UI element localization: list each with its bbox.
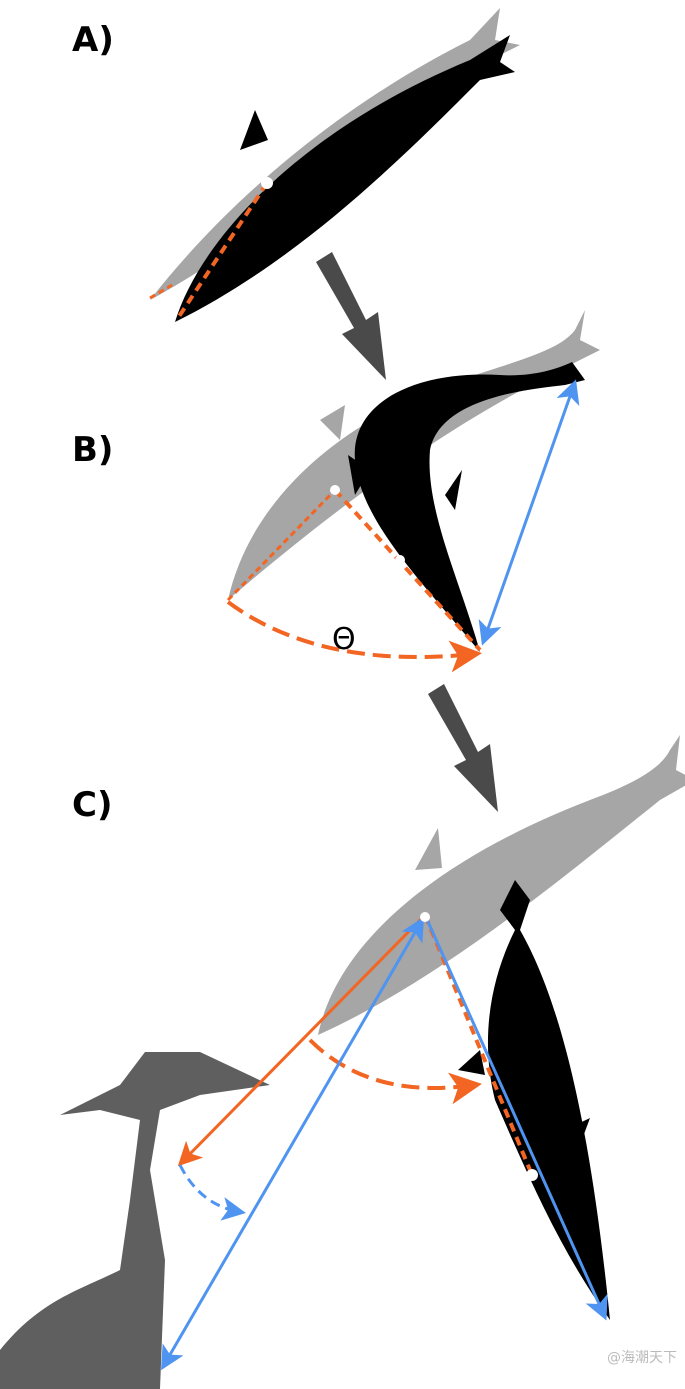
center-of-mass-dot (261, 177, 273, 189)
fish-body (175, 35, 515, 322)
blue-arrow-fish (423, 914, 608, 1321)
transition-arrow-icon (428, 684, 498, 812)
panel-a-fish (149, 8, 520, 322)
panel-label-c: C) (72, 785, 113, 825)
panel-c-scene (0, 735, 685, 1389)
panel-label-a: A) (72, 20, 114, 60)
watermark: @海潮天下 (607, 1350, 677, 1366)
angle-arc (308, 1038, 482, 1105)
angle-arc (226, 600, 482, 673)
transition-arrow-icon (316, 252, 386, 380)
blue-angle-arc (178, 1164, 246, 1221)
orange-dashed-line (226, 488, 337, 602)
panel-label-b: B) (72, 430, 114, 470)
fish-body (354, 362, 585, 652)
angle-theta-label: Θ (332, 622, 356, 657)
blue-double-arrow (478, 379, 580, 646)
heron-silhouette (0, 1052, 270, 1389)
orange-dashed-line (176, 181, 269, 320)
panel-b-fish (226, 310, 600, 673)
fish-body (487, 880, 610, 1320)
blue-double-arrow (160, 916, 425, 1371)
